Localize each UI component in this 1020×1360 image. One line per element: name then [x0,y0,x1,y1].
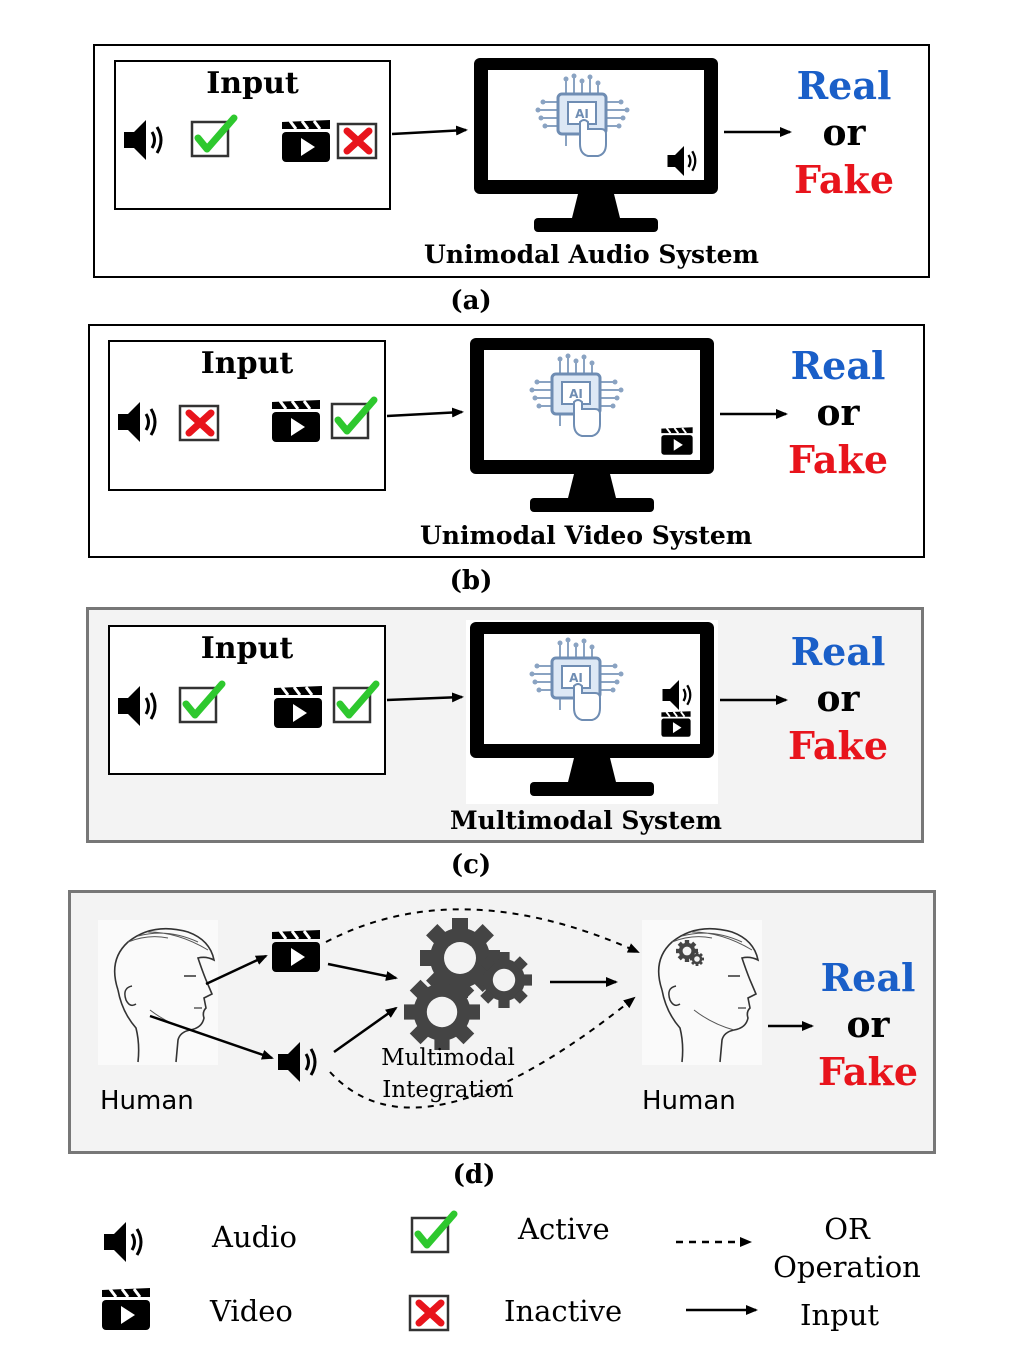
fake-label: Fake [787,437,889,482]
integration-label-line2: Integration [382,1077,514,1103]
input-arrow [386,407,464,418]
legend-active-label: Active [518,1212,610,1246]
result-label: Real or Fake [780,342,896,484]
output-arrow [720,409,788,419]
system-label: Multimodal System [450,806,722,835]
caption-c: (c) [450,850,492,880]
legend-or-line1: OR [824,1212,870,1246]
input-title: Input [206,66,299,101]
flow-arrows [149,908,814,1109]
caption-a: (a) [450,286,492,316]
result-label: Real or Fake [786,62,902,204]
legend-input-label: Input [800,1298,880,1332]
caption-b: (b) [449,566,493,596]
output-arrow [720,695,788,705]
or-label: or [816,678,860,720]
or-label: or [816,392,860,434]
legend-audio-label: Audio [212,1220,297,1254]
real-label: Real [790,629,886,674]
or-label: or [846,1004,890,1046]
real-label: Real [796,63,892,108]
integration-label-line1: Multimodal [381,1045,515,1071]
real-label: Real [820,955,916,1000]
result-label: Real or Fake [780,628,896,770]
integration-label: Multimodal Integration [360,1042,536,1106]
legend-inactive-label: Inactive [504,1294,623,1328]
system-label: Unimodal Audio System [424,240,759,269]
input-title: Input [200,631,294,666]
fake-label: Fake [817,1049,919,1094]
or-label: or [822,112,866,154]
input-arrow [391,125,468,136]
human-label-right: Human [642,1086,736,1116]
human-label-left: Human [100,1086,194,1116]
system-label: Unimodal Video System [420,521,753,550]
fake-label: Fake [787,723,889,768]
result-label: Real or Fake [812,954,924,1096]
caption-d: (d) [452,1160,496,1190]
output-arrow [724,127,792,137]
input-title: Input [200,346,294,381]
fake-label: Fake [793,157,895,202]
legend-or-line2: Operation [773,1250,921,1284]
real-label: Real [790,343,886,388]
legend-video-label: Video [210,1294,293,1328]
legend-or-label: OR Operation [770,1210,924,1286]
input-arrow [386,692,464,703]
